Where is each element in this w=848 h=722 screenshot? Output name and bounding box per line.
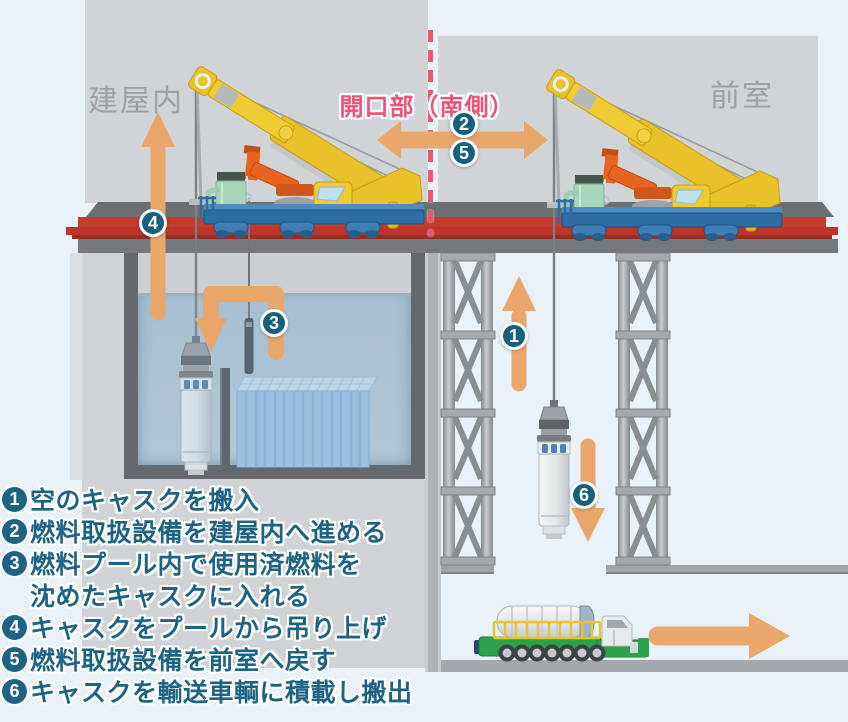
operating-floor-red-band	[78, 217, 826, 227]
step-text: 空のキャスクを搬入	[30, 487, 260, 515]
step-text: 燃料取扱設備を前室へ戻す	[30, 647, 337, 675]
step-line-2: 2 燃料取扱設備を建屋内へ進める	[2, 515, 413, 547]
marker-step-4: 4	[139, 209, 167, 237]
step-text: キャスクをプールから吊り上げ	[30, 615, 388, 643]
pool-wall-right	[411, 253, 425, 465]
marker-step-5: 5	[450, 139, 478, 167]
truss-tower-left	[441, 253, 495, 565]
label-opening-south: 開口部（南側）	[339, 94, 515, 121]
step-number: 6	[2, 678, 27, 704]
step-text: キャスクを輸送車輌に積載し搬出	[30, 679, 413, 707]
tunnel-floor	[441, 660, 848, 672]
step-line-5: 5 燃料取扱設備を前室へ戻す	[2, 643, 413, 675]
hoist-cables	[194, 82, 556, 402]
step-line-3: 3 燃料プール内で使用済燃料を	[2, 547, 413, 579]
spent-fuel-rack	[236, 376, 378, 468]
step-list: 1 空のキャスクを搬入 2 燃料取扱設備を建屋内へ進める 3 燃料プール内で使用…	[2, 483, 413, 707]
operating-floor-beam	[78, 239, 838, 253]
operating-floor-red-step	[66, 227, 838, 235]
shaft-wall	[425, 253, 441, 672]
step-number: 1	[2, 486, 27, 512]
step-text: 沈めたキャスクに入れる	[30, 583, 311, 611]
operating-floor-dark-line	[72, 235, 832, 239]
step-line-1: 1 空のキャスクを搬入	[2, 483, 413, 515]
marker-step-1: 1	[500, 322, 528, 350]
marker-step-2: 2	[450, 110, 478, 138]
arrow-carry-out-right	[648, 613, 790, 659]
label-building-interior: 建屋内	[88, 85, 184, 118]
tunnel-ceiling-right	[606, 565, 848, 574]
pool-wall-left	[124, 253, 138, 465]
step-line-4: 4 キャスクをプールから吊り上げ	[2, 611, 413, 643]
cask-in-shaft	[536, 399, 572, 540]
step-line-3-continued: 沈めたキャスクに入れる	[2, 579, 413, 611]
step-line-6: 6 キャスクを輸送車輌に積載し搬出	[2, 675, 413, 707]
step-number: 4	[2, 614, 27, 640]
building-substructure-edge	[70, 253, 82, 480]
step-number: 2	[2, 518, 27, 544]
cask-cage-frame	[492, 620, 602, 640]
marker-step-6: 6	[570, 481, 598, 509]
label-anteroom: 前室	[710, 80, 774, 113]
transport-vehicle	[474, 605, 649, 662]
pool-divider-wall	[220, 368, 230, 465]
step-number: 5	[2, 646, 27, 672]
tunnel-ceiling-left	[441, 565, 494, 574]
marker-step-3: 3	[260, 309, 288, 337]
step-number: 3	[2, 550, 27, 576]
step-text: 燃料プール内で使用済燃料を	[30, 551, 362, 579]
step-text: 燃料取扱設備を建屋内へ進める	[30, 519, 388, 547]
truss-tower-right	[616, 253, 670, 565]
